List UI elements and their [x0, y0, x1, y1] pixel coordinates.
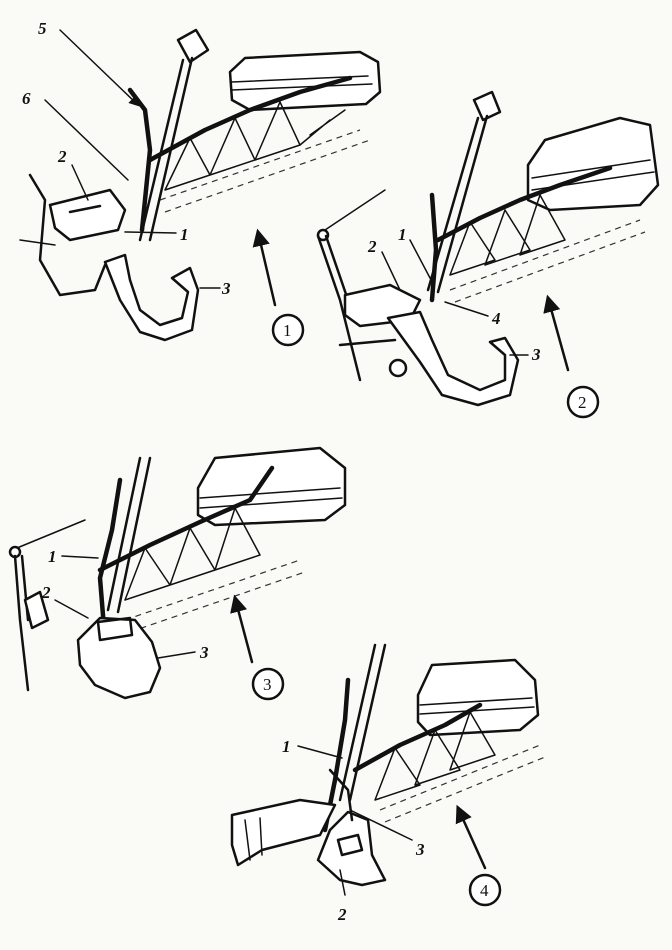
label-1: 1 [282, 737, 291, 756]
step-circle [566, 385, 600, 419]
label-3: 3 [531, 345, 541, 364]
step-number: 3 [263, 675, 272, 694]
machine-foot-icon [316, 189, 422, 382]
looper-hook-icon [316, 768, 387, 887]
step-number: 1 [283, 321, 292, 340]
panel-3: 1 2 3 3 [8, 446, 347, 701]
fabric-stack-icon [526, 116, 660, 212]
fabric-stack-icon [416, 658, 540, 737]
machine-foot-icon [19, 173, 127, 297]
label-2: 2 [337, 905, 347, 924]
label-1: 1 [48, 547, 57, 566]
panel-4: 1 3 2 4 [230, 643, 546, 924]
step-circle [271, 313, 305, 347]
looper-hook-icon [76, 616, 162, 700]
needle-icon [138, 28, 210, 242]
panel-1: 5 6 2 1 3 1 [19, 19, 382, 347]
label-6: 6 [22, 89, 31, 108]
panel-2: 2 1 4 3 2 [316, 90, 660, 419]
label-3: 3 [221, 279, 231, 298]
fabric-stack-icon [228, 50, 382, 112]
label-1: 1 [398, 225, 407, 244]
stitch-loops [435, 165, 646, 303]
needle-icon [338, 643, 387, 802]
label-5: 5 [38, 19, 47, 38]
step-number: 4 [480, 881, 489, 900]
label-2: 2 [41, 583, 51, 602]
looper-hook-icon [103, 253, 200, 342]
direction-arrow-icon [230, 594, 254, 664]
label-2: 2 [57, 147, 67, 166]
step-circle [468, 873, 502, 907]
label-3: 3 [199, 643, 209, 662]
direction-arrow-icon [252, 228, 277, 307]
label-2: 2 [367, 237, 377, 256]
machine-foot-icon [8, 519, 86, 692]
needle-icon [106, 456, 152, 614]
direction-arrow-icon [543, 294, 570, 372]
step-circle [251, 667, 285, 701]
stitch-loops [97, 465, 306, 633]
label-1: 1 [180, 225, 189, 244]
label-3: 3 [415, 840, 425, 859]
direction-arrow-icon [455, 804, 487, 870]
step-number: 2 [578, 393, 587, 412]
label-4: 4 [491, 309, 501, 328]
stitch-loops [147, 75, 371, 213]
machine-foot-icon [230, 798, 337, 867]
stitch-loops [352, 702, 546, 823]
looper-hook-icon [386, 310, 520, 407]
